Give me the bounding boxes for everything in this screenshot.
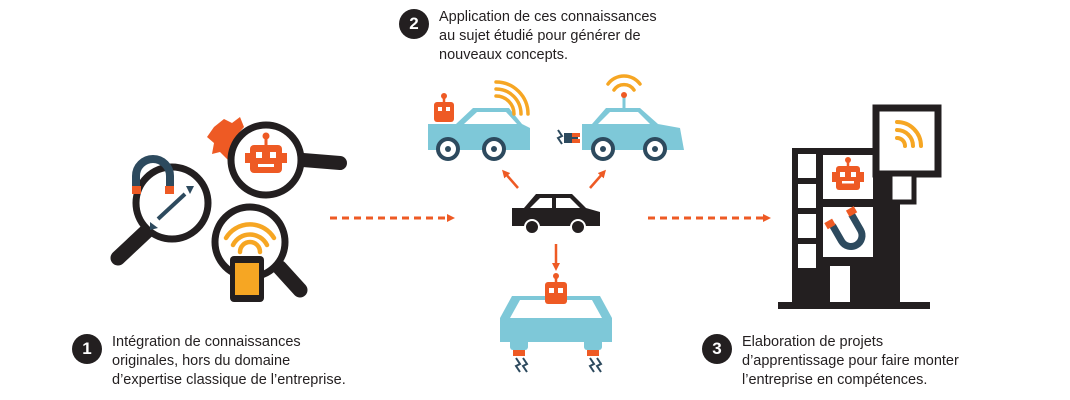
step-number-badge: 1 xyxy=(72,334,102,364)
arrow-to-car-right xyxy=(589,169,606,189)
step-description: Elaboration de projets d’apprentissage p… xyxy=(742,333,959,390)
phone-icon xyxy=(230,256,264,302)
step-1: 1 Intégration de connaissances originale… xyxy=(72,333,346,390)
car-front-robot-icon xyxy=(500,273,612,373)
step-text-line: Elaboration de projets xyxy=(742,334,884,350)
arrow-to-car-left xyxy=(502,169,519,189)
car-icon xyxy=(512,194,600,235)
step-text-line: Intégration de connaissances xyxy=(112,334,301,350)
step-text-line: Application de ces connaissances xyxy=(439,9,657,25)
magnifier-wifi-phone-icon xyxy=(211,203,308,302)
step-text-line: au sujet étudié pour générer de xyxy=(439,28,641,44)
robot-icon xyxy=(245,132,287,173)
step-text-line: d’expertise classique de l’entreprise. xyxy=(112,372,346,388)
magnifier-robot-icon xyxy=(207,117,347,199)
wifi-icon xyxy=(223,222,277,255)
step-2: 2 Application de ces connaissances au su… xyxy=(399,8,657,65)
step-description: Intégration de connaissances originales,… xyxy=(112,333,346,390)
step-text-line: originales, hors du domaine xyxy=(112,353,291,369)
magnifier-magnet-icon xyxy=(110,155,212,266)
step-text-line: l’entreprise en compétences. xyxy=(742,372,928,388)
step-text-line: nouveaux concepts. xyxy=(439,47,568,63)
car-robot-wifi-icon xyxy=(428,80,530,161)
step-number-badge: 2 xyxy=(399,9,429,39)
car-antenna-magnet-icon xyxy=(556,74,684,161)
building-icon xyxy=(778,104,942,309)
step-text-line: d’apprentissage pour faire monter xyxy=(742,353,959,369)
step-number-badge: 3 xyxy=(702,334,732,364)
step-description: Application de ces connaissances au suje… xyxy=(439,8,657,65)
step-3: 3 Elaboration de projets d’apprentissage… xyxy=(702,333,959,390)
